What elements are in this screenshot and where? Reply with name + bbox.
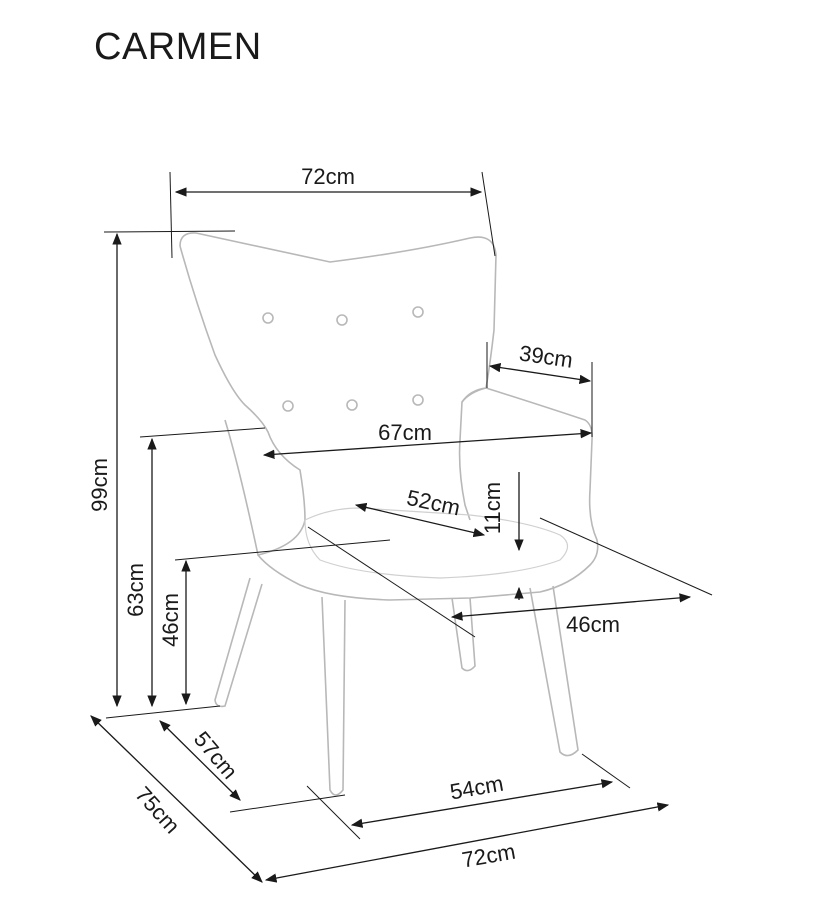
dim-arrow-inner-width bbox=[262, 429, 593, 459]
label-total-depth: 75cm bbox=[130, 782, 185, 839]
chair-leg-back-right bbox=[451, 597, 476, 672]
label-seat-width: 52cm bbox=[405, 485, 463, 521]
label-leg-width: 54cm bbox=[448, 771, 505, 805]
dimension-arrows bbox=[90, 187, 692, 883]
label-armrest-depth: 39cm bbox=[518, 340, 575, 372]
dim-arrow-total-depth bbox=[90, 715, 263, 883]
label-inner-width: 67cm bbox=[378, 420, 432, 445]
label-seat-height: 46cm bbox=[158, 593, 183, 647]
dim-arrow-armrest-depth bbox=[488, 362, 592, 385]
chair-leg-front-right bbox=[529, 585, 579, 757]
tuft-button bbox=[412, 306, 424, 318]
chair-seat-cushion bbox=[304, 507, 569, 579]
label-width-top: 72cm bbox=[301, 164, 355, 189]
label-width-bottom: 72cm bbox=[460, 839, 517, 873]
chair-leg-back-left bbox=[214, 577, 263, 708]
dimension-labels: 72cm 39cm 67cm 52cm 11cm 46cm 99cm 63cm … bbox=[87, 164, 620, 873]
dim-arrow-width-bottom bbox=[264, 802, 670, 883]
tuft-button bbox=[412, 394, 424, 406]
tuft-button bbox=[336, 314, 348, 326]
dim-arrow-seat-width bbox=[354, 502, 486, 538]
label-armrest-height: 63cm bbox=[123, 563, 148, 617]
product-title: CARMEN bbox=[94, 26, 262, 68]
chair-backrest-outline bbox=[179, 232, 497, 521]
button-tufts bbox=[262, 306, 424, 412]
label-total-height: 99cm bbox=[87, 458, 112, 512]
chair-leg-front-left bbox=[321, 596, 346, 796]
tuft-button bbox=[262, 312, 274, 324]
tuft-button bbox=[346, 399, 358, 411]
label-seat-depth: 46cm bbox=[566, 612, 620, 637]
chair-right-arm-outline bbox=[257, 387, 599, 601]
tuft-button bbox=[282, 400, 294, 412]
dim-arrow-seat-depth bbox=[450, 593, 692, 621]
chair-illustration bbox=[179, 232, 599, 796]
label-cushion-height: 11cm bbox=[480, 482, 505, 534]
